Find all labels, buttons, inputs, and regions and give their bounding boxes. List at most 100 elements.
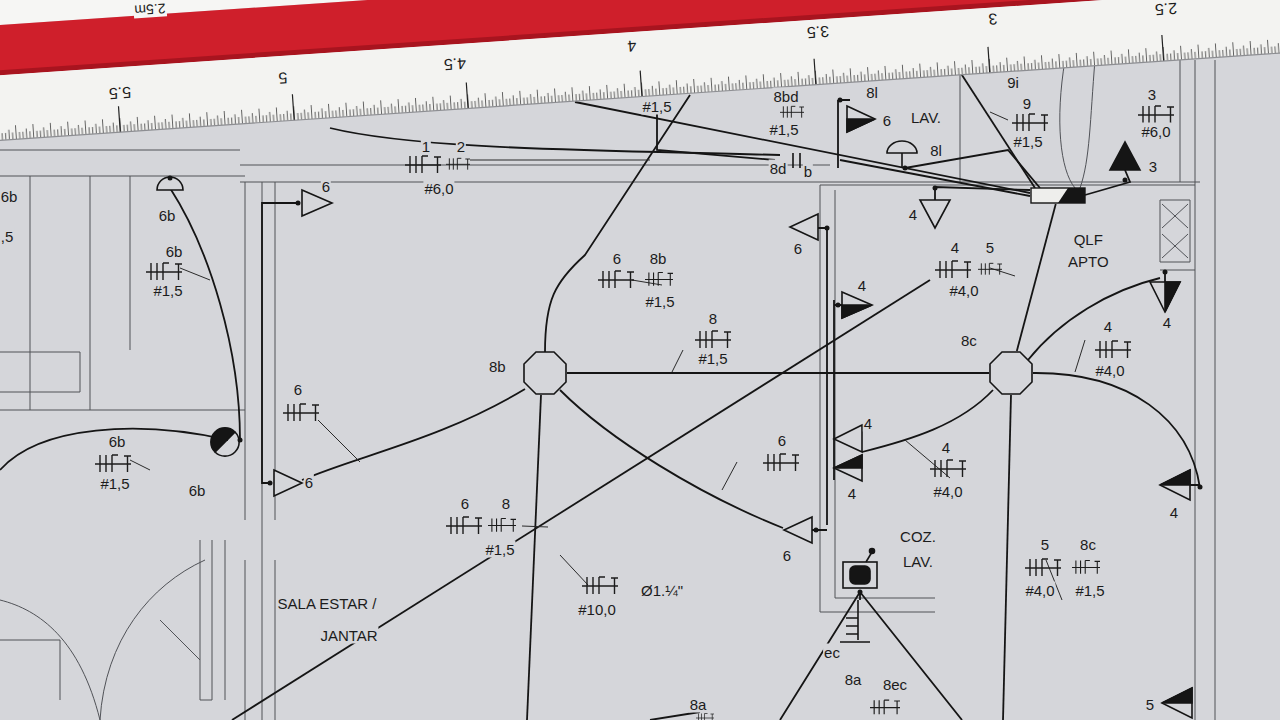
circuit-label: 4 bbox=[847, 485, 857, 502]
conduit-symbol bbox=[696, 714, 714, 720]
conduit-symbol bbox=[695, 331, 731, 348]
distribution-panel: QLF APTO bbox=[1030, 187, 1086, 204]
feed-dots bbox=[1163, 270, 1168, 275]
circuit-label: 6 bbox=[612, 250, 622, 267]
wall-lines bbox=[960, 60, 1180, 188]
scale-ruler bbox=[0, 0, 1280, 145]
node-outline bbox=[523, 351, 567, 395]
ruler-number: 3.5 bbox=[805, 23, 830, 42]
outlet-symbol bbox=[834, 425, 862, 452]
circuit-label: 4 bbox=[908, 206, 918, 223]
circuit-label: #1,5 bbox=[152, 282, 183, 299]
ruler-number: 2.5m bbox=[133, 0, 167, 19]
leader-lines bbox=[130, 460, 150, 470]
circuit-wires bbox=[232, 280, 930, 720]
wall-lines bbox=[0, 620, 200, 700]
circuit-label: JANTAR bbox=[319, 627, 378, 644]
outlet-symbol bbox=[1160, 470, 1190, 485]
circuit-label: 8 bbox=[708, 310, 718, 327]
circuit-label: #1,5 bbox=[641, 98, 672, 115]
ruler-number: 5 bbox=[277, 69, 289, 87]
conduit-symbol bbox=[405, 156, 441, 173]
outlet-symbol bbox=[847, 106, 875, 132]
outlet-symbol bbox=[1160, 470, 1190, 500]
outlet-symbol bbox=[847, 119, 875, 132]
circuit-label: 8d bbox=[769, 160, 788, 177]
node-outline bbox=[1030, 187, 1086, 204]
circuit-label: 4 bbox=[950, 239, 960, 256]
ruler-number: 3 bbox=[987, 10, 999, 28]
wall-lines bbox=[0, 560, 205, 720]
circuit-wires bbox=[262, 203, 300, 483]
circuit-label: 6b bbox=[158, 207, 177, 224]
circuit-label: 6b bbox=[108, 433, 127, 450]
circuit-label: 4 bbox=[1169, 504, 1179, 521]
circuit-label: LAV. bbox=[910, 109, 942, 126]
circuit-label: 8a bbox=[689, 696, 708, 713]
leader-lines bbox=[180, 268, 210, 280]
circuit-label: 6 bbox=[777, 432, 787, 449]
outlet-symbol bbox=[1110, 142, 1140, 170]
circuit-wires bbox=[827, 235, 834, 525]
circuit-label: #10,0 bbox=[577, 601, 617, 618]
circuit-label: 5 bbox=[985, 239, 995, 256]
outlet-symbol bbox=[1162, 688, 1192, 703]
scale-ruler bbox=[0, 39, 1280, 145]
scale-ruler bbox=[0, 0, 1280, 145]
ruler-number: 2.5 bbox=[1153, 0, 1178, 18]
circuit-label: #1,5 bbox=[697, 350, 728, 367]
conduit-symbol bbox=[146, 263, 182, 280]
circuit-wires bbox=[935, 187, 1030, 200]
wall-lines bbox=[245, 182, 275, 720]
conduit-symbol bbox=[645, 273, 673, 286]
outlet-symbol bbox=[215, 432, 239, 456]
outlet-symbol bbox=[842, 292, 872, 318]
box-label: 8c bbox=[959, 331, 979, 351]
ground-symbol bbox=[840, 600, 870, 642]
circuit-label: #1,5 bbox=[768, 121, 799, 138]
circuit-label: #1,5 bbox=[99, 475, 130, 492]
circuit-label: 3 bbox=[1147, 86, 1157, 103]
circuit-label: 6b bbox=[0, 188, 18, 205]
circuit-label: #4,0 bbox=[1094, 362, 1125, 379]
circuit-label: 9i bbox=[1006, 74, 1020, 91]
circuit-wires bbox=[1028, 278, 1160, 360]
circuit-wires bbox=[960, 72, 1035, 188]
circuit-label: 8l bbox=[865, 84, 879, 101]
circuit-label: #1,5 bbox=[1074, 582, 1105, 599]
circuit-label: #6,0 bbox=[1140, 123, 1171, 140]
circuit-label: 1 bbox=[421, 138, 431, 155]
circuit-label: 8l bbox=[929, 142, 943, 159]
octagon-outline bbox=[524, 352, 566, 394]
ruler-number: 5.5 bbox=[107, 84, 132, 103]
feed-dots bbox=[858, 590, 863, 595]
outlet-symbol bbox=[887, 141, 917, 153]
conduit-symbol bbox=[935, 261, 971, 278]
feed-dots bbox=[933, 186, 938, 191]
circuit-label: 6 bbox=[304, 474, 314, 491]
outlet-symbol bbox=[211, 428, 235, 452]
wall-lines bbox=[1160, 60, 1215, 720]
circuit-label: 8b bbox=[649, 250, 668, 267]
leader-lines bbox=[1075, 340, 1085, 372]
interphone-symbol bbox=[843, 549, 877, 589]
outlet-symbol bbox=[790, 214, 818, 240]
circuit-label: b bbox=[803, 163, 813, 180]
circuit-label: 6b bbox=[165, 243, 184, 260]
circuit-wires bbox=[1003, 395, 1011, 720]
feed-dots bbox=[268, 481, 273, 486]
circuit-label: 6 bbox=[321, 178, 331, 195]
wall-lines bbox=[200, 540, 225, 700]
outlet-symbol bbox=[274, 470, 302, 496]
circuit-wires bbox=[575, 102, 1030, 193]
outlet-symbol bbox=[834, 455, 862, 468]
circuit-wires bbox=[780, 592, 962, 720]
leader-lines bbox=[632, 280, 662, 285]
scale-ruler bbox=[118, 35, 1163, 132]
circuit-wires bbox=[560, 390, 783, 528]
junction-box: 8c bbox=[989, 351, 1033, 395]
circuit-label: 4 bbox=[857, 277, 867, 294]
conduit-symbol bbox=[978, 263, 1002, 274]
circuit-label: 4 bbox=[1103, 318, 1113, 335]
